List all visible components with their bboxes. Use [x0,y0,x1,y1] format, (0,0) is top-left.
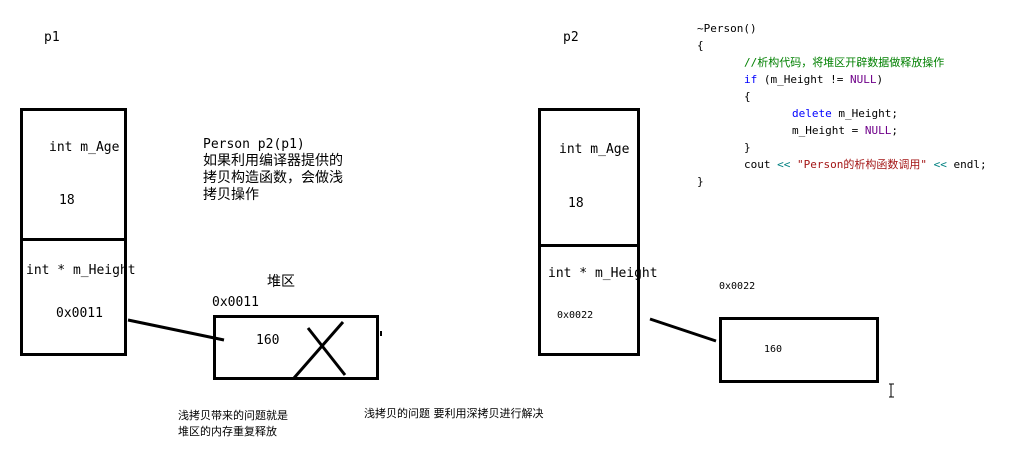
code-line-1: ~Person() [697,22,757,35]
code-assign-line: m_Height = NULL; [792,124,898,137]
problem-note-line-2: 堆区的内存重复释放 [178,425,277,438]
p2-pointer-line [649,317,717,343]
code-line-10: } [697,175,704,188]
p1-pointer-line [127,318,225,342]
double-free-mark-stroke-b [292,321,345,379]
p1-field-height: int * m_Height [26,263,136,278]
p2-age-value: 18 [568,196,584,211]
p1-heap-address: 0x0011 [212,295,259,310]
copy-note-line-3: 拷贝构造函数，会做浅 [203,170,343,186]
p2-divider [538,244,640,247]
code-delete-line: delete m_Height; [792,107,898,120]
p2-field-age: int m_Age [559,142,630,157]
double-free-mark-stroke-a [306,327,347,376]
code-macro-null: NULL [849,73,877,86]
code-string-literal: "Person的析构函数调用" [790,158,934,171]
p1-label: p1 [44,30,60,45]
problem-note-line-1: 浅拷贝带来的问题就是 [178,409,288,422]
code-if-line: if (m_Height != NULL) [744,73,884,86]
code-line-8: } [744,141,751,154]
heap-label: 堆区 [267,274,295,290]
copy-note: Person p2(p1) 如果利用编译器提供的 拷贝构造函数，会做浅 拷贝操作 [203,136,343,204]
p1-field-age: int m_Age [49,140,120,155]
p2-height-value: 0x0022 [557,310,594,321]
copy-note-line-1: Person p2(p1) [203,137,305,152]
p1-age-value: 18 [59,193,75,208]
p2-heap-box [719,317,879,383]
p2-label: p2 [563,30,579,45]
code-keyword-delete: delete [792,107,832,120]
p1-heap-box [213,315,379,380]
code-line-2: { [697,39,704,52]
code-cout-line: cout << "Person的析构函数调用" << endl; [744,158,987,171]
p1-height-value: 0x0011 [56,306,103,321]
p2-heap-value: 160 [764,344,783,355]
code-macro-null-2: NULL [864,124,892,137]
copy-note-line-2: 如果利用编译器提供的 [203,153,343,169]
p2-heap-address: 0x0022 [719,281,756,292]
p1-heap-value: 160 [256,333,280,348]
code-line-5: { [744,90,751,103]
copy-note-line-4: 拷贝操作 [203,187,259,203]
p2-field-height: int * m_Height [548,266,658,281]
p1-divider [20,238,127,241]
solution-note: 浅拷贝的问题 要利用深拷贝进行解决 [364,407,544,420]
p1-object-box [20,108,127,356]
destructor-code-block: ~Person() { //析构代码，将堆区开辟数据做释放操作 if (m_He… [697,20,987,190]
code-keyword-if: if [744,73,758,86]
problem-note: 浅拷贝带来的问题就是 堆区的内存重复释放 [178,408,288,440]
p2-object-box [538,108,640,356]
code-comment-line: //析构代码，将堆区开辟数据做释放操作 [744,56,945,69]
